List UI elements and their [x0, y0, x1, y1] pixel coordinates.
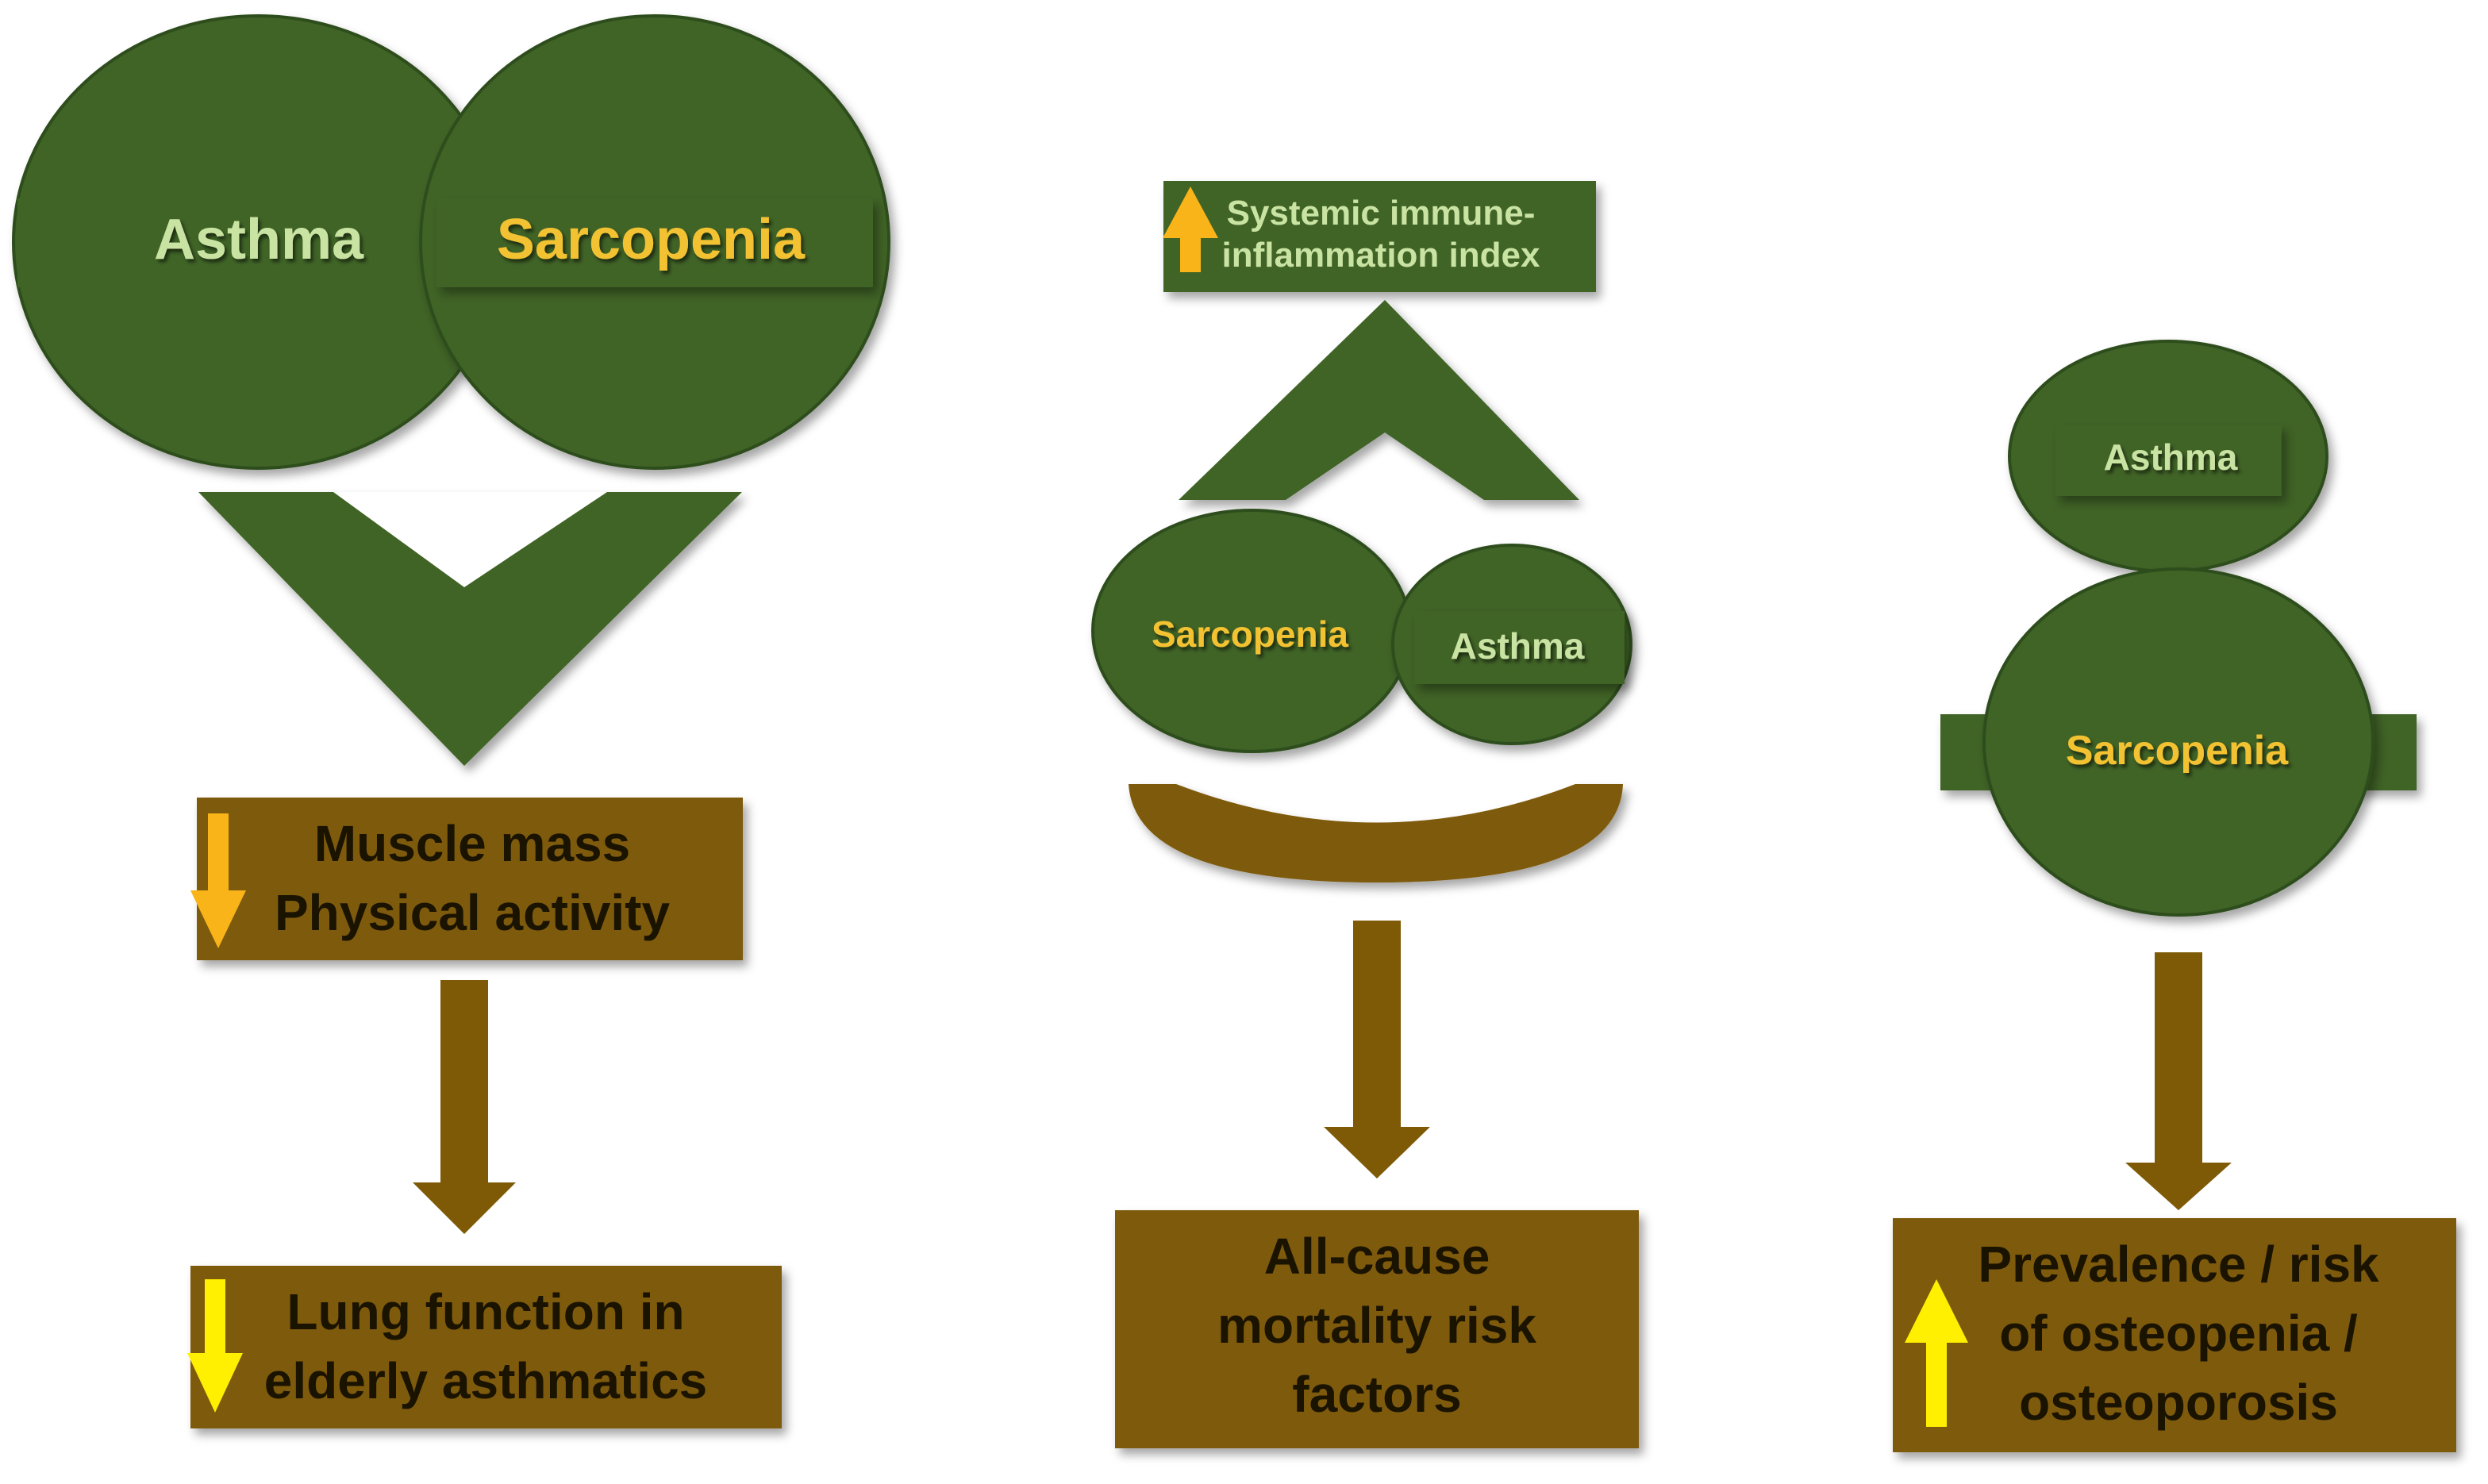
down-arrow-yellow-icon — [187, 1279, 243, 1413]
middle-mortality-box — [1115, 1210, 1639, 1448]
right-down-arrow — [2125, 952, 2232, 1210]
left-sarcopenia-label: Sarcopenia — [497, 208, 806, 271]
middle-down-arrow — [1324, 921, 1430, 1178]
middle-sii-line2: inflammation index — [1222, 236, 1540, 275]
left-panel: Asthma Sarcopenia Muscle mass Physical a… — [12, 14, 890, 1428]
middle-smile-shape — [1129, 784, 1623, 882]
right-sarcopenia-label: Sarcopenia — [2066, 728, 2289, 774]
middle-mortality-line3: factors — [1292, 1366, 1461, 1423]
right-panel: Asthma Sarcopenia Prevalence / risk of o… — [1893, 340, 2456, 1452]
middle-asthma-label-band — [1414, 611, 1625, 684]
left-lung-line2: elderly asthmatics — [264, 1352, 708, 1409]
left-asthma-label-band — [17, 198, 438, 287]
middle-sarcopenia-label: Sarcopenia — [1152, 613, 1348, 655]
left-muscle-line2: Physical activity — [275, 884, 670, 941]
left-chevron-notch — [333, 492, 607, 587]
middle-mortality-line1: All-cause — [1264, 1228, 1490, 1285]
left-lung-line1: Lung function in — [286, 1283, 684, 1340]
middle-sii-box — [1163, 181, 1596, 292]
right-osteo-line2: of osteopenia / — [1999, 1305, 2358, 1362]
middle-mortality-line2: mortality risk — [1217, 1297, 1536, 1354]
right-osteo-line3: osteoporosis — [2019, 1374, 2338, 1431]
right-sarcopenia-circle — [1982, 567, 2375, 917]
right-osteo-box — [1893, 1218, 2456, 1452]
right-osteo-line1: Prevalence / risk — [1978, 1236, 2379, 1293]
middle-asthma-label: Asthma — [1451, 625, 1585, 667]
down-arrow-orange-icon — [190, 813, 246, 948]
left-sarcopenia-label-band — [436, 198, 873, 287]
left-chevron-down-shape — [198, 492, 742, 766]
up-arrow-yellow-icon — [1905, 1279, 1968, 1427]
left-lung-box — [190, 1266, 782, 1428]
up-arrow-orange-icon — [1163, 186, 1218, 272]
right-asthma-label-band — [2055, 425, 2282, 496]
left-muscle-box — [197, 798, 743, 960]
left-down-arrow-1 — [413, 980, 516, 1234]
left-muscle-line1: Muscle mass — [314, 815, 630, 872]
middle-panel: Systemic immune- inflammation index Sarc… — [1091, 181, 1639, 1448]
middle-sii-line1: Systemic immune- — [1227, 194, 1536, 233]
right-asthma-label: Asthma — [2104, 436, 2238, 478]
left-asthma-label: Asthma — [154, 208, 364, 271]
middle-chevron-up-shape — [1179, 300, 1579, 500]
